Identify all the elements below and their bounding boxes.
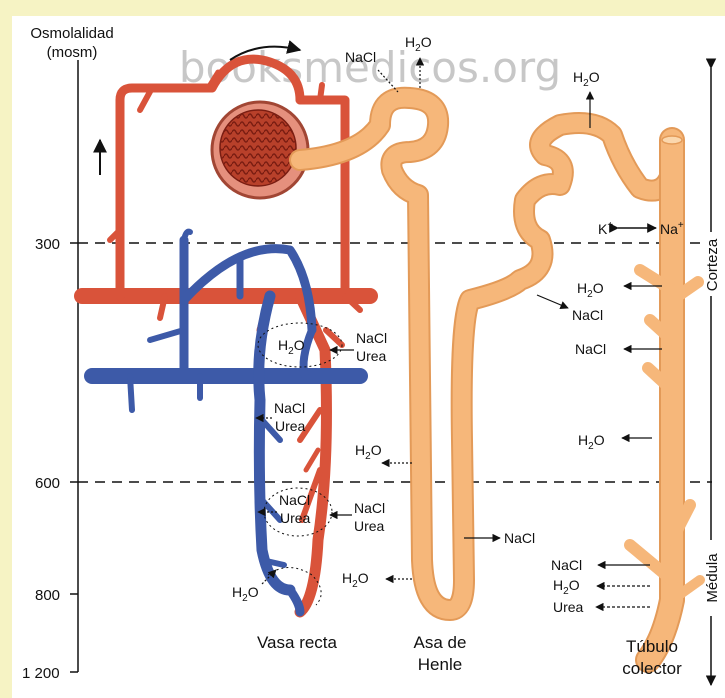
collector-caption-line2: colector bbox=[622, 659, 682, 678]
h2o-label-henle-2: H2O bbox=[342, 570, 369, 590]
nacl-label-dct: NaCl bbox=[572, 307, 603, 323]
urea-label-vasa-2: Urea bbox=[275, 418, 306, 434]
collecting-duct bbox=[630, 140, 700, 660]
collector-caption-line1: Túbulo bbox=[626, 637, 678, 656]
h2o-label-cd-2: H2O bbox=[578, 432, 605, 452]
nacl-label-top: NaCl bbox=[345, 49, 376, 65]
tick-800: 800 bbox=[35, 587, 60, 604]
h2o-label-dct: H2O bbox=[573, 69, 600, 89]
region-medulla-label: Médula bbox=[704, 553, 721, 603]
h2o-label-henle-1: H2O bbox=[355, 442, 382, 462]
urea-label-vasa-3: Urea bbox=[280, 510, 311, 526]
nacl-label-vasa-1: NaCl bbox=[356, 330, 387, 346]
blood-vessels bbox=[82, 59, 370, 612]
osmolality-axis: Osmolalidad (mosm) 300 600 800 1 200 bbox=[22, 25, 114, 682]
nacl-label-henle: NaCl bbox=[504, 530, 535, 546]
nacl-label-cd-2: NaCl bbox=[551, 557, 582, 573]
tick-1200: 1 200 bbox=[22, 665, 60, 682]
region-cortex-label: Corteza bbox=[704, 238, 721, 291]
urea-label-vasa-1: Urea bbox=[356, 348, 387, 364]
h2o-label-vasa-2: H2O bbox=[232, 584, 259, 604]
axis-unit: (mosm) bbox=[47, 44, 98, 61]
henle-caption-line1: Asa de bbox=[414, 633, 467, 652]
tick-600: 600 bbox=[35, 475, 60, 492]
urea-label-vasa-4: Urea bbox=[354, 518, 385, 534]
k-ion-label: K+ bbox=[598, 220, 613, 237]
h2o-label-cd-3: H2O bbox=[553, 577, 580, 597]
tick-300: 300 bbox=[35, 236, 60, 253]
nacl-label-vasa-4: NaCl bbox=[354, 500, 385, 516]
glomerulus bbox=[220, 110, 296, 186]
henle-caption-line2: Henle bbox=[418, 655, 462, 674]
axis-title: Osmolalidad bbox=[30, 25, 113, 42]
nacl-label-cd-1: NaCl bbox=[575, 341, 606, 357]
urea-label-cd: Urea bbox=[553, 599, 584, 615]
nacl-label-vasa-3: NaCl bbox=[279, 492, 310, 508]
h2o-label-cd-1: H2O bbox=[577, 280, 604, 300]
structure-captions: Vasa recta Asa de Henle Túbulo colector bbox=[257, 633, 682, 678]
nacl-label-vasa-2: NaCl bbox=[274, 400, 305, 416]
vasa-recta-caption: Vasa recta bbox=[257, 633, 338, 652]
region-axis: Corteza Médula bbox=[700, 68, 722, 685]
